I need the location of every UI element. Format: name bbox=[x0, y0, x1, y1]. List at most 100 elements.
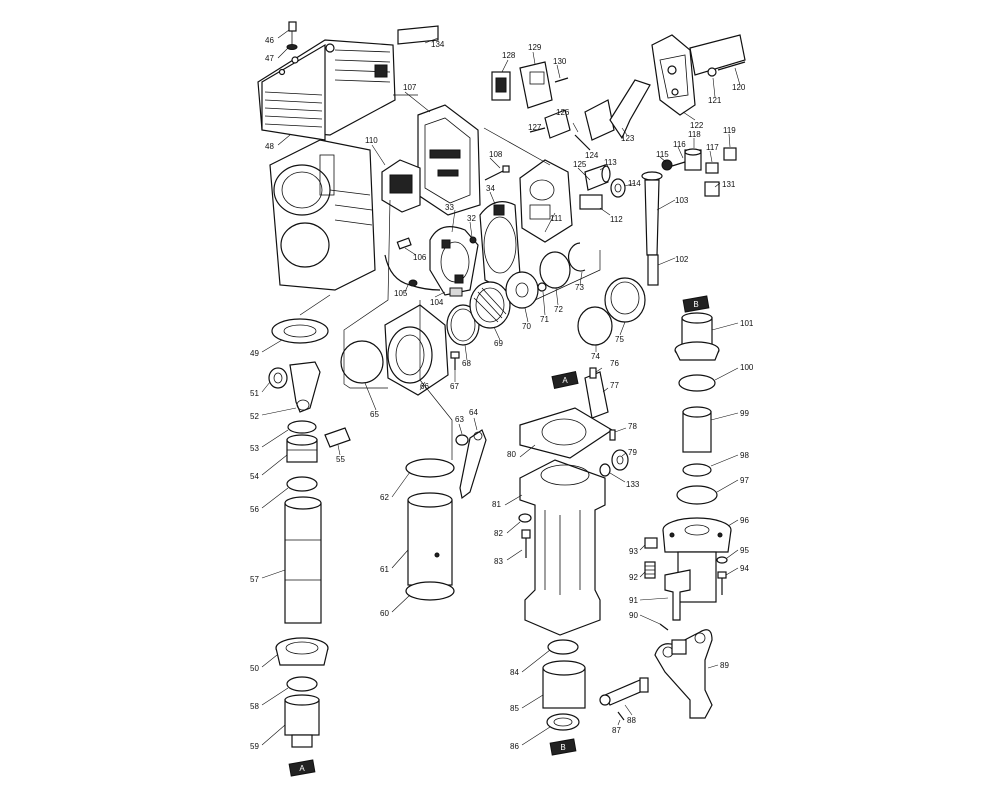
label-97: 97 bbox=[740, 476, 749, 485]
latch-91 bbox=[664, 569, 691, 621]
pin-87 bbox=[617, 711, 625, 721]
label-89: 89 bbox=[720, 661, 729, 670]
label-121: 121 bbox=[708, 96, 722, 105]
label-115: 115 bbox=[656, 150, 669, 159]
label-130: 130 bbox=[553, 57, 567, 66]
assembly-guides bbox=[299, 94, 601, 460]
ring-72 bbox=[539, 251, 571, 289]
label-100: 100 bbox=[740, 363, 754, 372]
bolt-83 bbox=[521, 529, 531, 558]
marker-a-bottom: A bbox=[288, 759, 316, 777]
label-34: 34 bbox=[486, 184, 495, 193]
trigger-lever bbox=[609, 79, 651, 140]
label-99: 99 bbox=[740, 409, 749, 418]
label-68: 68 bbox=[462, 359, 471, 368]
marker-b-top-text: B bbox=[693, 300, 698, 309]
label-117: 117 bbox=[706, 143, 719, 152]
label-54: 54 bbox=[250, 472, 259, 481]
label-133: 133 bbox=[626, 480, 640, 489]
pin-90 bbox=[659, 623, 669, 631]
chuck-101 bbox=[674, 312, 720, 361]
label-84: 84 bbox=[510, 668, 519, 677]
shank-99 bbox=[682, 406, 712, 453]
sleeve-61 bbox=[407, 492, 453, 586]
washer-98 bbox=[682, 463, 712, 477]
washer-82 bbox=[518, 513, 532, 523]
label-75: 75 bbox=[615, 335, 624, 344]
label-93: 93 bbox=[629, 547, 638, 556]
o-ring-65 bbox=[340, 340, 384, 384]
switch-assembly bbox=[491, 61, 569, 109]
label-98: 98 bbox=[740, 451, 749, 460]
ring-62 bbox=[405, 458, 455, 478]
label-51: 51 bbox=[250, 389, 259, 398]
pin-55 bbox=[324, 427, 351, 448]
marker-b-top: B bbox=[682, 295, 710, 313]
label-104: 104 bbox=[430, 298, 444, 307]
label-50: 50 bbox=[250, 664, 259, 673]
leader-lines bbox=[261, 29, 741, 746]
label-103: 103 bbox=[675, 196, 689, 205]
switch-levers bbox=[529, 99, 615, 151]
gasket-49 bbox=[271, 318, 329, 344]
label-82: 82 bbox=[494, 529, 503, 538]
label-131: 131 bbox=[722, 180, 736, 189]
pin-78 bbox=[609, 429, 616, 441]
label-125: 125 bbox=[573, 160, 587, 169]
label-63: 63 bbox=[455, 415, 464, 424]
bearing-69 bbox=[469, 281, 511, 329]
motor-cover bbox=[257, 39, 396, 141]
label-110: 110 bbox=[365, 136, 378, 145]
label-105: 105 bbox=[394, 289, 408, 298]
screw-120 bbox=[707, 61, 746, 77]
label-59: 59 bbox=[250, 742, 259, 751]
marker-b-text: B bbox=[560, 743, 565, 752]
label-53: 53 bbox=[250, 444, 259, 453]
cap-75 bbox=[604, 277, 646, 323]
label-94: 94 bbox=[740, 564, 749, 573]
label-129: 129 bbox=[528, 43, 542, 52]
o-ring-53 bbox=[287, 420, 317, 434]
o-ring-97 bbox=[676, 485, 718, 505]
label-95: 95 bbox=[740, 546, 749, 555]
label-65: 65 bbox=[370, 410, 379, 419]
label-67: 67 bbox=[450, 382, 459, 391]
o-ring-74 bbox=[577, 306, 613, 346]
label-32: 32 bbox=[467, 214, 476, 223]
label-56: 56 bbox=[250, 505, 259, 514]
label-55: 55 bbox=[336, 455, 345, 464]
bolt-94 bbox=[717, 571, 727, 595]
label-111: 111 bbox=[550, 214, 563, 223]
spring-92 bbox=[644, 561, 656, 579]
label-86: 86 bbox=[510, 742, 519, 751]
motor-housing bbox=[269, 139, 376, 291]
piston-54 bbox=[286, 434, 318, 463]
bracket-77 bbox=[584, 367, 609, 419]
marker-a-center-text: A bbox=[562, 376, 568, 385]
part-114 bbox=[610, 178, 626, 198]
part-32 bbox=[469, 236, 477, 244]
part-number-labels: 46 47 48 134 107 110 108 33 32 34 128 12… bbox=[250, 36, 754, 751]
washer-95 bbox=[716, 556, 728, 564]
ring-86 bbox=[546, 713, 580, 731]
label-116: 116 bbox=[673, 140, 686, 149]
bearing-70 bbox=[505, 271, 539, 309]
o-ring-58 bbox=[286, 676, 318, 692]
label-66: 66 bbox=[420, 382, 429, 391]
bush-63 bbox=[455, 434, 469, 446]
stator-housing bbox=[384, 304, 449, 396]
label-90: 90 bbox=[629, 611, 638, 620]
screw-108 bbox=[484, 165, 510, 181]
label-81: 81 bbox=[492, 500, 501, 509]
label-118: 118 bbox=[688, 130, 701, 139]
marker-a-center: A bbox=[551, 371, 579, 389]
label-74: 74 bbox=[591, 352, 600, 361]
label-69: 69 bbox=[494, 339, 503, 348]
label-112: 112 bbox=[610, 215, 623, 224]
label-102: 102 bbox=[675, 255, 689, 264]
label-73: 73 bbox=[575, 283, 584, 292]
sleeve-50 bbox=[275, 637, 329, 666]
label-47: 47 bbox=[265, 54, 274, 63]
label-124: 124 bbox=[585, 151, 599, 160]
